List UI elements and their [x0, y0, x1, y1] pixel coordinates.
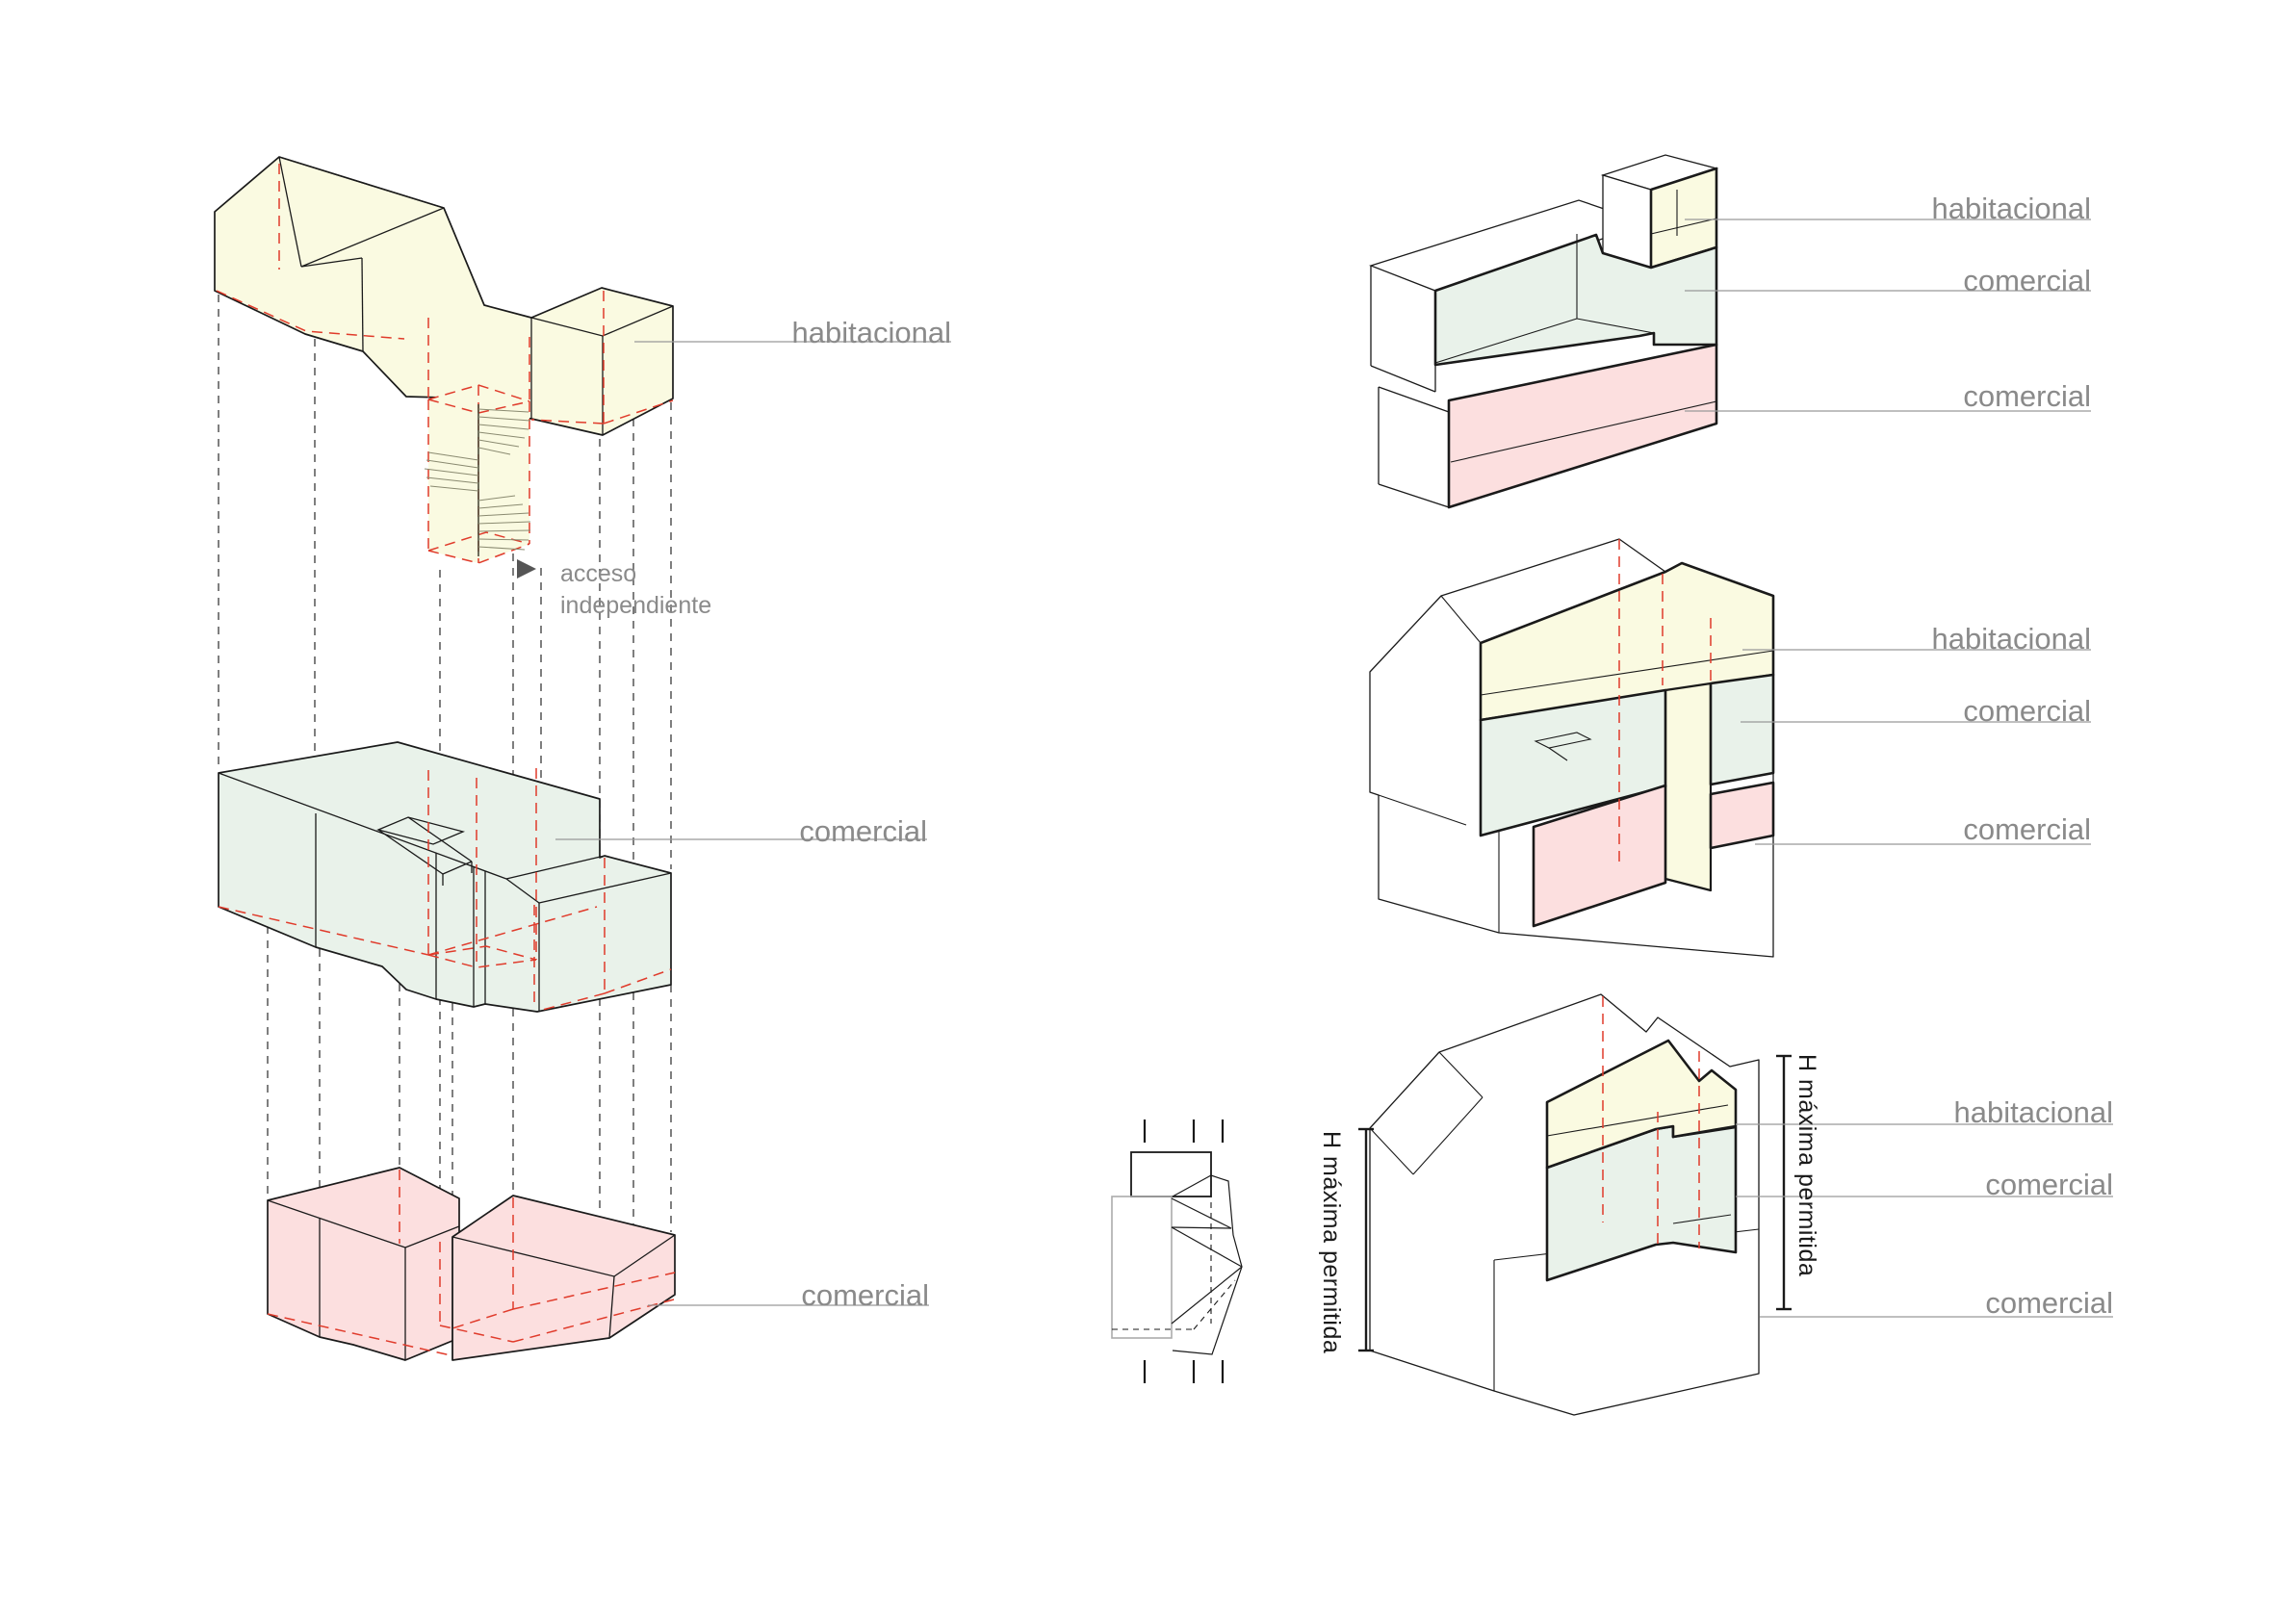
label-left-comercial-mid: comercial	[799, 814, 927, 848]
small-roof-plan-diagram	[1111, 1119, 1243, 1383]
stair-shaft	[424, 384, 531, 564]
annotation-line-2: independiente	[560, 592, 712, 619]
dimension-text-left: H máxima permitida	[1318, 1131, 1345, 1354]
acceso-arrow-icon	[517, 559, 536, 579]
mass-comercial-bottom	[267, 1167, 676, 1361]
label-left-habitacional: habitacional	[791, 316, 951, 349]
section-axon-top	[1369, 154, 2091, 509]
section-face-comercial2-top	[1447, 343, 1718, 509]
label-middle-comercial-bottom: comercial	[1963, 812, 2091, 846]
top-leader-lines	[1685, 219, 2091, 412]
bottom-leader-lines	[1736, 1123, 2113, 1318]
label-bottom-comercial-bottom: comercial	[1985, 1286, 2113, 1320]
mass-comercial-mid	[218, 741, 672, 1013]
mass-habitacional	[214, 156, 674, 436]
section-face-comercial2-mid-left	[1532, 784, 1667, 928]
label-left-comercial-bottom: comercial	[801, 1278, 929, 1312]
band-habitacional-bottom-diagram	[1545, 1039, 1738, 1170]
section-face-comercial2-mid-right	[1709, 781, 1775, 850]
section-axon-middle	[1369, 538, 2091, 958]
dimension-text-right: H máxima permitida	[1793, 1054, 1820, 1277]
exploded-axon-diagram	[214, 156, 951, 1361]
label-middle-habitacional: habitacional	[1931, 622, 2091, 656]
label-top-comercial-bottom: comercial	[1963, 379, 2091, 413]
label-top-habitacional: habitacional	[1931, 192, 2091, 225]
left-leader-lines	[555, 341, 951, 1306]
stair-shaft-section	[1664, 682, 1713, 892]
label-top-comercial-mid: comercial	[1963, 264, 2091, 297]
label-bottom-habitacional: habitacional	[1953, 1095, 2113, 1129]
annotation-line-1: acceso	[560, 560, 637, 587]
section-axon-bottom	[1358, 993, 2113, 1416]
dimension-line-right	[1776, 1054, 1792, 1311]
annotation-acceso-independiente: acceso independiente	[560, 558, 711, 622]
middle-leader-lines	[1741, 649, 2091, 845]
label-bottom-comercial-mid: comercial	[1985, 1168, 2113, 1201]
dimension-line-left	[1358, 1127, 1374, 1352]
projection-lines-lower	[267, 912, 672, 1237]
spiral-stair	[424, 404, 531, 556]
section-face-comercial-mid-right	[1709, 673, 1775, 786]
label-middle-comercial-mid: comercial	[1963, 694, 2091, 728]
